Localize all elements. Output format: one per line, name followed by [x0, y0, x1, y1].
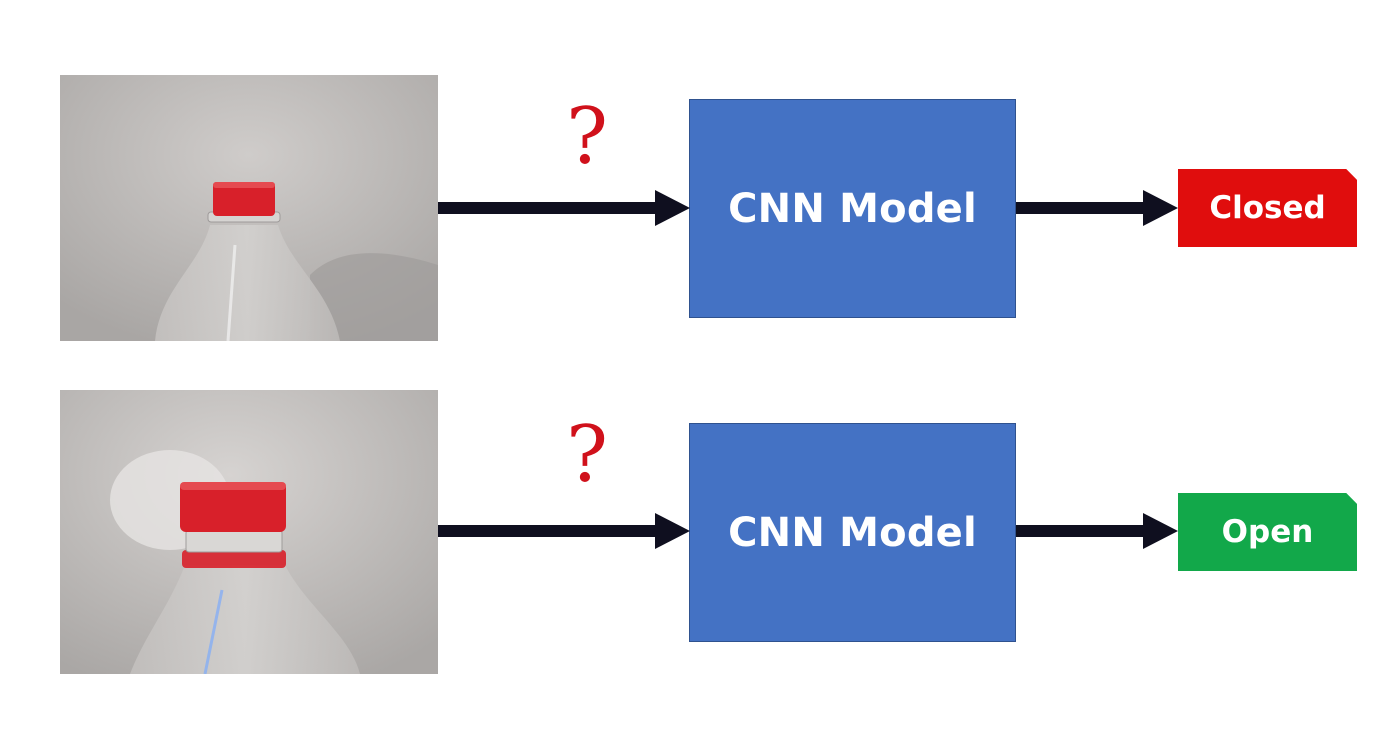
result-label-text: Open: [1221, 514, 1314, 550]
cnn-model-box: CNN Model: [689, 99, 1016, 318]
arrow-photo-to-model: [438, 190, 690, 226]
result-label-open: Open: [1178, 493, 1357, 571]
result-label-text: Closed: [1209, 190, 1326, 226]
result-label-closed: Closed: [1178, 169, 1357, 247]
cnn-model-label: CNN Model: [728, 509, 977, 556]
arrow-photo-to-model: [438, 513, 690, 549]
cnn-model-label: CNN Model: [728, 185, 977, 232]
input-photo-closed-bottle: [60, 75, 438, 341]
arrow-model-to-result: [1016, 513, 1178, 549]
input-photo-open-bottle: [60, 390, 438, 674]
arrow-model-to-result: [1016, 190, 1178, 226]
question-mark: ?: [566, 92, 608, 182]
cnn-model-box: CNN Model: [689, 423, 1016, 642]
question-mark: ?: [566, 410, 608, 500]
